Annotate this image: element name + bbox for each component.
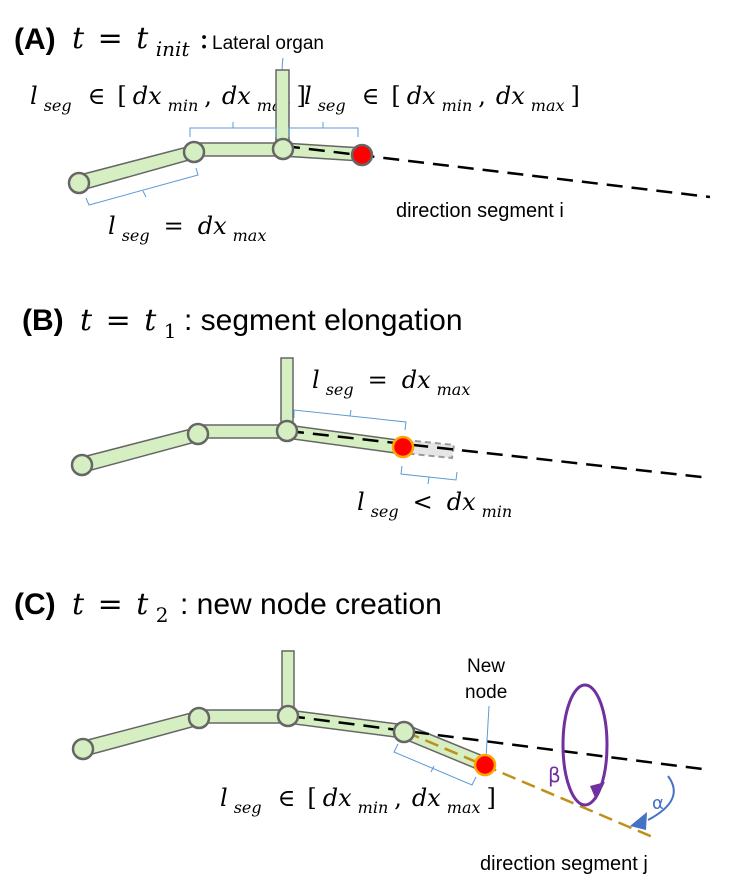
panel-b-node-1 [70, 453, 94, 477]
panel-c-bracket [393, 743, 477, 786]
beta-label: β [548, 763, 561, 787]
panel-a-time-equation: t = t init : [72, 21, 209, 63]
panel-a-letter: (A) [14, 23, 56, 56]
panel-a-segment-1 [74, 145, 198, 191]
new-node-label-line2: node [465, 682, 507, 703]
panel-c-direction-line-new [405, 730, 656, 840]
panel-a-bracket-right [288, 122, 359, 137]
panel-a: (A) t = t init : Lateral organ l seg ∈ [… [14, 21, 711, 247]
alpha-label: α [652, 793, 664, 814]
panel-c-new-node [473, 753, 497, 777]
panel-b-segment-3 [285, 424, 406, 455]
panel-b-segment-1 [78, 427, 200, 473]
beta-arrowhead [590, 782, 605, 800]
panel-c-segment-1 [79, 711, 200, 757]
new-node-label-line1: New [467, 656, 505, 677]
panel-b-ineq-below: l seg < dx min [357, 488, 512, 523]
panel-a-bracket-left [189, 122, 277, 137]
panel-b-node-2 [186, 422, 210, 446]
panel-b-eq-above: l seg = dx max [312, 366, 470, 401]
new-node-pointer [485, 705, 490, 759]
panel-a-lateral-organ [275, 69, 290, 149]
beta-rotation-arrow [561, 683, 609, 807]
panel-b: (B) t = t 1 : segment elongation l seg =… [22, 303, 711, 523]
alpha-arrowhead [630, 812, 647, 830]
panel-a-equals: = [98, 21, 123, 56]
panel-a-direction-label: direction segment i [396, 200, 564, 222]
lateral-organ-label: Lateral organ [212, 33, 324, 54]
panel-b-tip-node [391, 435, 415, 459]
panel-c: (C) t = t 2 : new node creation New node [14, 587, 711, 875]
panel-c-letter: (C) [14, 588, 56, 621]
panel-a-segment-3 [281, 142, 363, 162]
panel-b-segment-2 [197, 424, 287, 439]
panel-c-segment-2 [198, 709, 288, 724]
panel-c-node-3 [276, 704, 300, 728]
panel-b-title: t = t 1 : segment elongation [80, 303, 463, 345]
panel-b-bracket-below [400, 465, 458, 485]
panel-c-direction-label: direction segment j [480, 853, 648, 875]
panel-c-title: t = t 2 : new node creation [72, 587, 442, 629]
panel-c-node-4 [392, 720, 416, 744]
panel-a-time-sub: init [156, 37, 191, 61]
panel-b-letter: (B) [22, 304, 64, 337]
panel-b-node-3 [275, 419, 299, 443]
panel-a-range-left: l seg ∈ [ dx min , dx max ] [30, 82, 306, 117]
panel-c-lateral-organ [281, 650, 295, 714]
panel-a-node-3 [271, 137, 295, 161]
panel-a-bracket-bottom [85, 167, 199, 206]
panel-a-segment-2 [193, 142, 283, 157]
panel-a-time-base: t [136, 21, 149, 56]
panel-a-direction-line [283, 144, 711, 199]
alpha-angle-arc [647, 775, 675, 821]
panel-b-direction-line [287, 429, 711, 480]
panel-c-direction-line-old [288, 714, 711, 772]
panel-c-node-1 [71, 737, 95, 761]
panel-b-bracket-above [293, 409, 407, 431]
panel-a-time-var: t [72, 21, 85, 56]
panel-a-node-2 [182, 140, 206, 164]
panel-a-colon: : [199, 21, 209, 56]
panel-a-range-right: l seg ∈ [ dx min , dx max ] [304, 82, 580, 117]
panel-a-node-1 [67, 171, 91, 195]
panel-a-tip-node [350, 143, 374, 167]
panel-c-range-below: l seg ∈ [ dx min , dx max ] [220, 784, 496, 819]
panel-c-node-2 [187, 706, 211, 730]
panel-a-eq-below: l seg = dx max [108, 212, 266, 247]
